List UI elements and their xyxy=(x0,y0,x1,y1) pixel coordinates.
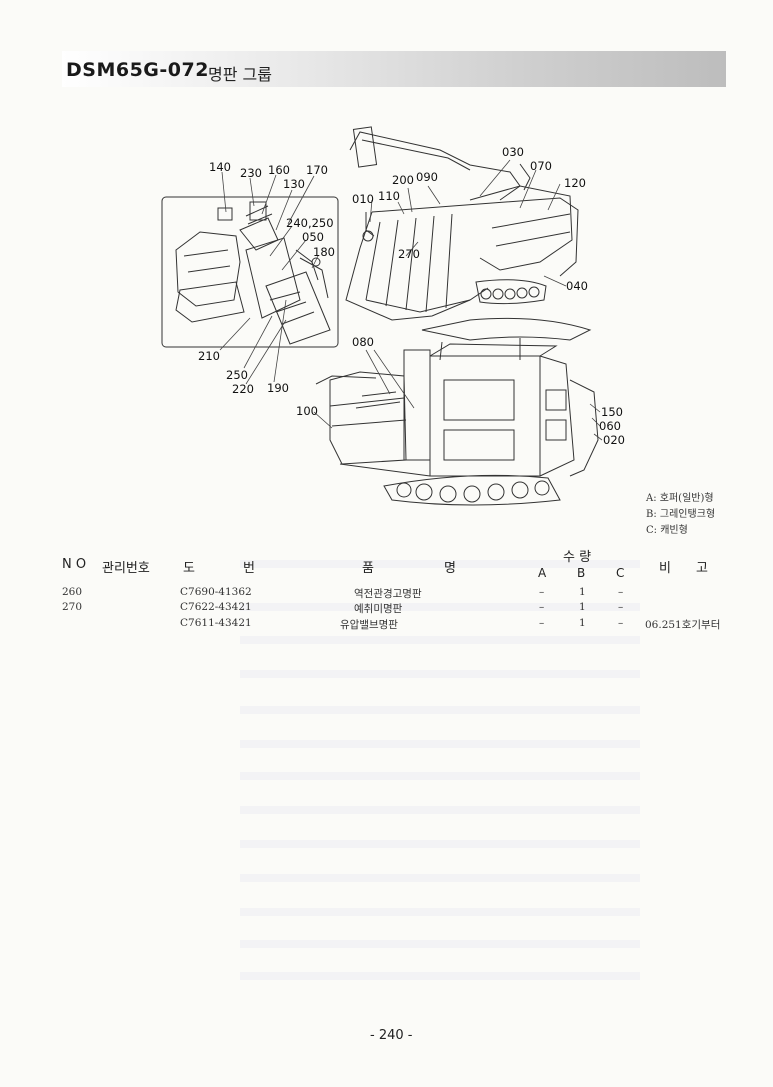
document-code: DSM65G-072 xyxy=(66,59,209,81)
header-drawing-2: 번 xyxy=(243,561,255,576)
callout-040: 040 xyxy=(566,279,588,293)
callout-030: 030 xyxy=(502,145,524,159)
callout-180: 180 xyxy=(313,245,335,259)
callout-190: 190 xyxy=(267,381,289,395)
row-part-name: 유압밸브명판 xyxy=(340,619,398,631)
row-drawing-no: C7622-43421 xyxy=(180,601,252,613)
header-no: N O xyxy=(62,557,87,572)
callout-170: 170 xyxy=(306,163,328,177)
row-remark: 06.251호기부터 xyxy=(645,619,721,631)
leader-lines xyxy=(219,159,603,441)
row-part-name: 예취미명판 xyxy=(354,603,403,615)
row-part-name: 역전관경고명판 xyxy=(354,588,422,600)
parts-diagram xyxy=(161,126,603,506)
callout-060: 060 xyxy=(599,419,621,433)
header-remark-1: 비 xyxy=(659,561,671,576)
header-quantity: 수 량 xyxy=(563,550,592,565)
callout-050: 050 xyxy=(302,230,324,244)
callout-220: 220 xyxy=(232,382,254,396)
callout-150: 150 xyxy=(601,405,623,419)
cab-interior-inset xyxy=(161,196,339,348)
combine-body-view xyxy=(315,317,599,506)
header-management-no: 관리번호 xyxy=(102,561,150,576)
row-qty-a: – xyxy=(539,601,545,613)
callout-090: 090 xyxy=(416,170,438,184)
callout-250: 250 xyxy=(226,368,248,382)
combine-top-view xyxy=(345,126,579,321)
legend-type-c: C: 캐빈형 xyxy=(646,525,688,536)
callout-130: 130 xyxy=(283,177,305,191)
callout-120: 120 xyxy=(564,176,586,190)
callout-070: 070 xyxy=(530,159,552,173)
row-qty-b: 1 xyxy=(579,617,586,629)
callout-240-250: 240,250 xyxy=(286,216,334,230)
callout-020: 020 xyxy=(603,433,625,447)
legend-type-a: A: 호퍼(일반)형 xyxy=(646,493,714,504)
callout-140: 140 xyxy=(209,160,231,174)
row-drawing-no: C7611-43421 xyxy=(180,617,252,629)
header-qty-a: A xyxy=(538,566,547,580)
header-name-2: 명 xyxy=(444,561,456,576)
row-no: 260 xyxy=(62,586,83,598)
header-qty-b: B xyxy=(577,566,586,580)
header-name-1: 품 xyxy=(362,561,374,576)
callout-080: 080 xyxy=(352,335,374,349)
callout-200: 200 xyxy=(392,173,414,187)
callout-100: 100 xyxy=(296,404,318,418)
document-title: 명판 그룹 xyxy=(208,65,272,84)
header-qty-c: C xyxy=(616,566,625,580)
row-qty-a: – xyxy=(539,617,545,629)
row-qty-c: – xyxy=(618,617,624,629)
row-qty-c: – xyxy=(618,586,624,598)
row-drawing-no: C7690-41362 xyxy=(180,586,252,598)
row-qty-b: 1 xyxy=(579,586,586,598)
callout-210: 210 xyxy=(198,349,220,363)
callout-270: 270 xyxy=(398,247,420,261)
legend-type-b: B: 그레인탱크형 xyxy=(646,509,716,520)
row-no: 270 xyxy=(62,601,83,613)
row-qty-a: – xyxy=(539,586,545,598)
header-band xyxy=(62,51,726,87)
callout-010: 010 xyxy=(352,192,374,206)
row-qty-c: – xyxy=(618,601,624,613)
callout-160: 160 xyxy=(268,163,290,177)
page-number: - 240 - xyxy=(370,1028,413,1043)
header-remark-2: 고 xyxy=(696,561,708,576)
callout-230: 230 xyxy=(240,166,262,180)
row-qty-b: 1 xyxy=(579,601,586,613)
header-drawing-1: 도 xyxy=(183,561,195,576)
callout-110: 110 xyxy=(378,189,400,203)
